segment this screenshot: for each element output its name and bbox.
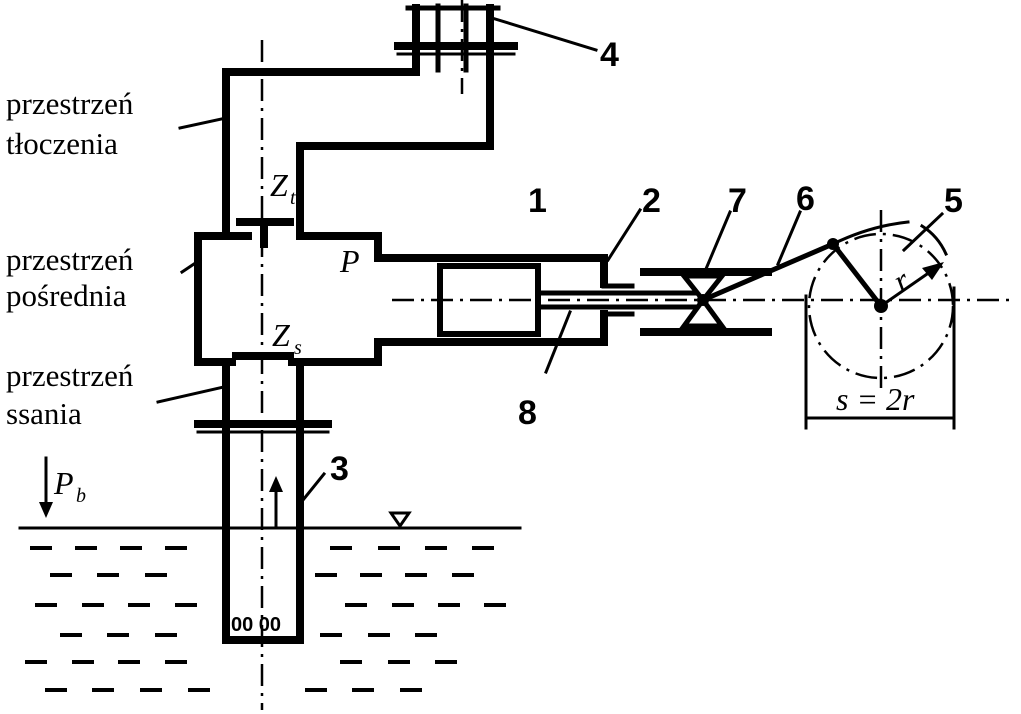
label-intermediate-1: przestrzeń: [6, 242, 134, 277]
symbol-pb-sub: b: [76, 485, 86, 507]
suction-pipe: 00 00: [194, 362, 332, 644]
water-reservoir: [18, 511, 522, 692]
number-5: 5: [944, 182, 963, 220]
symbol-stroke: s = 2r: [836, 381, 915, 417]
label-delivery-1: przestrzeń: [6, 86, 134, 121]
crosshead-guide: [640, 210, 772, 336]
label-delivery-2: tłoczenia: [6, 126, 118, 161]
centerlines: [260, 0, 1015, 710]
symbol-p: P: [339, 243, 360, 279]
water-hatching: [25, 546, 506, 692]
number-4: 4: [600, 36, 619, 74]
symbol-r: r: [887, 261, 916, 299]
flow-arrow-head: [269, 476, 283, 492]
water-level-marker: [388, 511, 412, 529]
part-numbers: 1 2 3 4 5 6 7 8: [330, 36, 963, 488]
delivery-pipe: [222, 3, 518, 240]
number-1: 1: [528, 182, 547, 220]
symbol-zt-sub: t: [290, 187, 296, 209]
label-suction-1: przestrzeń: [6, 358, 134, 393]
number-7: 7: [728, 182, 747, 220]
strainer-holes: 00 00: [231, 614, 281, 636]
number-6: 6: [796, 180, 815, 218]
symbol-zs: Z: [272, 317, 291, 353]
leader-8: [544, 310, 572, 374]
space-labels: przestrzeń tłoczenia przestrzeń pośredni…: [6, 86, 134, 431]
label-intermediate-2: pośrednia: [6, 278, 127, 313]
delivery-valve: [236, 218, 294, 248]
symbols: Z t Z s P P b r s = 2r: [53, 167, 916, 507]
label-suction-2: ssania: [6, 396, 82, 431]
number-2: 2: [642, 182, 661, 220]
piston-rod: [535, 290, 703, 374]
symbol-pb: P: [53, 465, 74, 501]
pump-body: [194, 232, 635, 366]
symbol-zt: Z: [270, 167, 289, 203]
rotation-arc: [830, 220, 910, 247]
symbol-zs-sub: s: [294, 337, 302, 359]
radius-arrow-head: [922, 262, 944, 280]
leader-7: [701, 210, 732, 278]
number-8: 8: [518, 394, 537, 432]
stroke-dimension: [804, 286, 956, 430]
number-3: 3: [330, 450, 349, 488]
leader-lines: [39, 16, 945, 518]
